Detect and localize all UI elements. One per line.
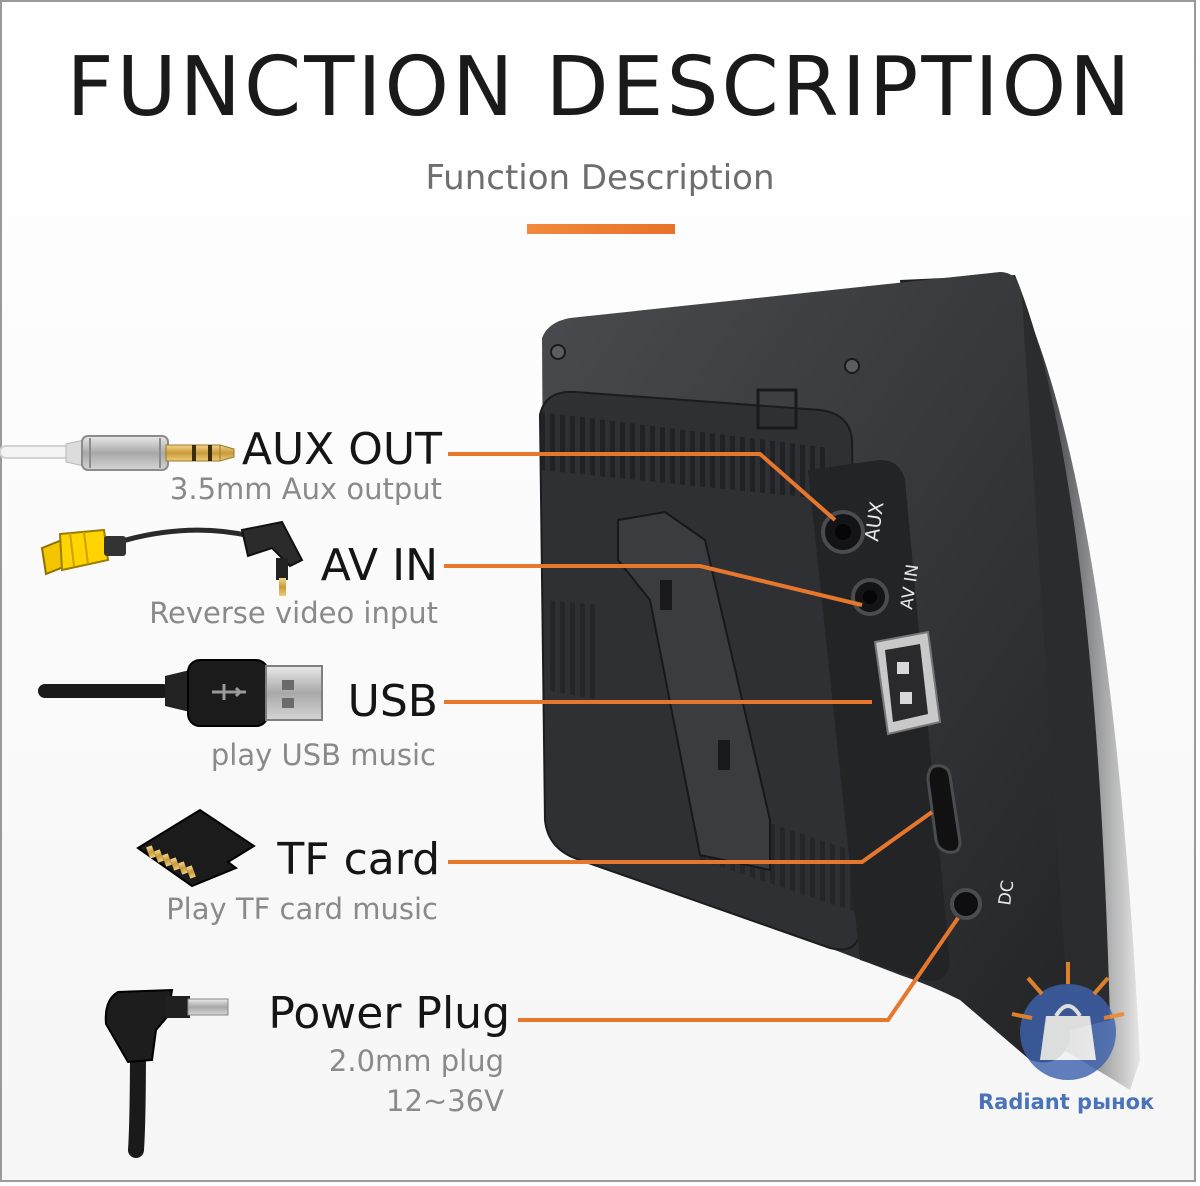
port-desc-usb: play USB music <box>210 738 436 772</box>
leader-line-aux <box>448 452 837 522</box>
port-label-tf-card: TF card <box>277 834 440 885</box>
usb-cable-icon <box>38 659 323 727</box>
port-label-av-in: AV IN <box>320 540 438 591</box>
leader-line-av-in <box>444 564 863 607</box>
page-subtitle: Function Description <box>425 158 775 198</box>
port-label-aux-out: AUX OUT <box>241 424 442 475</box>
port-desc-power-voltage: 12~36V <box>386 1084 504 1118</box>
leader-line-tf <box>448 810 934 864</box>
page-title: FUNCTION DESCRIPTION <box>66 40 1134 135</box>
device-dc-label: DC <box>995 879 1018 907</box>
power-plug-icon <box>104 988 229 1158</box>
accent-bar <box>527 224 675 234</box>
port-desc-av-in: Reverse video input <box>149 596 438 630</box>
rca-cable-icon <box>40 520 304 596</box>
port-label-usb: USB <box>347 676 438 727</box>
port-desc-aux-out: 3.5mm Aux output <box>169 472 442 506</box>
leader-lines <box>444 452 960 1022</box>
watermark-logo-icon <box>1011 962 1125 1080</box>
watermark-text: Radiant рынок <box>978 1090 1155 1114</box>
port-desc-tf-card: Play TF card music <box>166 892 438 926</box>
port-desc-power-plug: 2.0mm plug <box>328 1044 504 1078</box>
tf-card-icon <box>136 808 256 888</box>
port-label-power-plug: Power Plug <box>268 988 510 1039</box>
aux-cable-icon <box>0 435 235 471</box>
leader-line-power <box>518 916 960 1022</box>
device-monitor-rear <box>538 272 1140 1090</box>
